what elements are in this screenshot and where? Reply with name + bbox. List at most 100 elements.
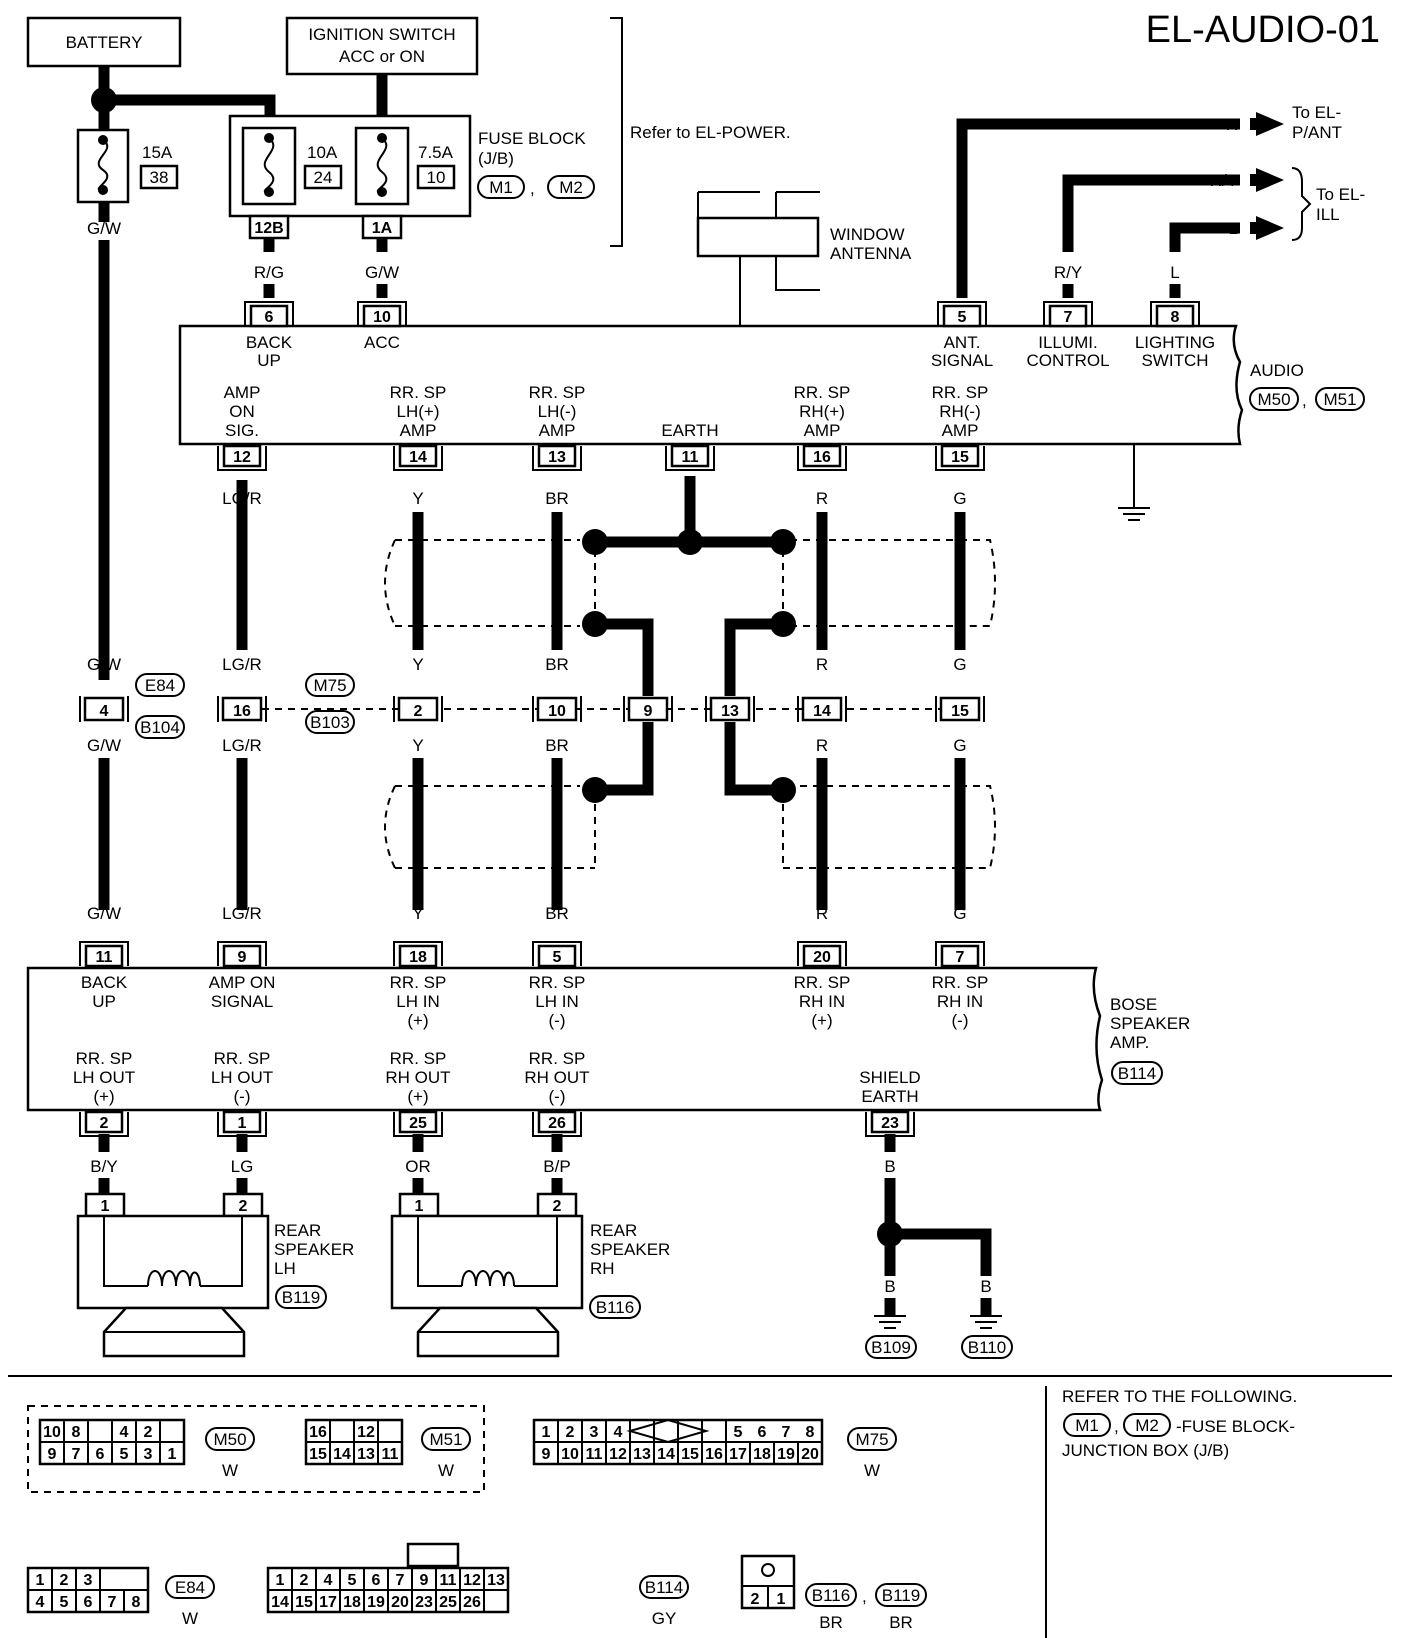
spk-lh-pin1: 1: [101, 1198, 110, 1215]
legend-refer-2: -FUSE BLOCK-: [1176, 1417, 1295, 1436]
wire-by-spk: B/Y: [90, 1157, 117, 1176]
bose-bpin-26: [537, 1110, 577, 1134]
bose-bpin-2-num: 2: [100, 1115, 109, 1132]
legend-m50-cell: 4: [120, 1424, 129, 1441]
audio-bpin-13-num: 13: [548, 449, 566, 466]
bose-bpin-25: [398, 1110, 438, 1134]
wire-br-3: BR: [545, 736, 569, 755]
legend-b114-cell: 15: [295, 1594, 313, 1611]
legend-m75-name: M75: [855, 1430, 888, 1449]
wire-y-2: Y: [412, 655, 423, 674]
bose-bpin-2: [84, 1110, 124, 1134]
bose-bpin-25-label-3: (+): [407, 1087, 428, 1106]
audio-bpin-14-label-3: AMP: [400, 421, 437, 440]
wire-g-3: G: [953, 736, 966, 755]
audio-pin-8-label-2: SWITCH: [1141, 351, 1208, 370]
bose-pin-20-num: 20: [813, 949, 831, 966]
wire-rg: R/G: [254, 263, 284, 282]
conn-b103: B103: [310, 713, 350, 732]
wire-r-pant: R: [1226, 115, 1238, 134]
bose-bpin-25-num: 25: [409, 1115, 427, 1132]
audio-bpin-12-label-1: AMP: [224, 383, 261, 402]
audio-bpin-14-num: 14: [409, 449, 427, 466]
fuse-block-label-2: (J/B): [478, 149, 514, 168]
legend-m75-cell: 18: [753, 1446, 771, 1463]
audio-bpin-14: [398, 444, 438, 468]
bose-bpin-1-num: 1: [238, 1115, 247, 1132]
rear-speaker-rh: 1 2: [390, 1192, 584, 1358]
audio-bpin-14-label-1: RR. SP: [390, 383, 447, 402]
legend-m75-cell: 14: [657, 1446, 675, 1463]
bose-bpin-25-label-2: RH OUT: [385, 1068, 450, 1087]
refer-el-power: Refer to EL-POWER.: [630, 123, 791, 142]
wire-lgr-4: LG/R: [222, 904, 262, 923]
legend-m50-cell: 2: [144, 1424, 153, 1441]
legend-m50-name: M50: [213, 1430, 246, 1449]
bose-bpin-1-label-2: LH OUT: [211, 1068, 273, 1087]
wire-g-4: G: [953, 904, 966, 923]
to-el-ill-1: To EL-: [1316, 185, 1365, 204]
legend-m75-cell: 1: [542, 1424, 551, 1441]
bose-pin-5: [537, 944, 577, 968]
fuse-conn-m2: M2: [559, 178, 583, 197]
audio-bpin-16-label-3: AMP: [804, 421, 841, 440]
legend-m51-name: M51: [429, 1430, 462, 1449]
battery-label: BATTERY: [66, 33, 143, 52]
joint-pin-2-num: 2: [414, 703, 423, 720]
audio-pin-6-num: 6: [265, 309, 274, 326]
audio-pin-7-label-2: CONTROL: [1026, 351, 1109, 370]
fuse-15a-amp: 15A: [142, 143, 173, 162]
conn-b104: B104: [140, 718, 180, 737]
legend-m51-cell: 14: [333, 1446, 351, 1463]
legend-m75-cell: 3: [590, 1424, 599, 1441]
legend-b114-cell: 14: [271, 1594, 289, 1611]
joint-pin-14-num: 14: [813, 703, 831, 720]
fuse-conn-m1: M1: [489, 178, 513, 197]
wire-y-4: Y: [412, 904, 423, 923]
fuse-10a-amp: 10A: [307, 143, 338, 162]
rear-speaker-lh: 1 2: [76, 1192, 270, 1358]
bose-pin-18: [398, 944, 438, 968]
wire-y-3: Y: [412, 736, 423, 755]
bose-bpin-23: [870, 1110, 910, 1134]
to-el-pant-2: P/ANT: [1292, 123, 1342, 142]
bose-pin-18-num: 18: [409, 949, 427, 966]
wire-r-2: R: [816, 655, 828, 674]
audio-unit: [178, 324, 1244, 446]
legend-b114-name: B114: [645, 1578, 683, 1597]
legend-m75-cell: 2: [566, 1424, 575, 1441]
bose-bpin-1: [222, 1110, 262, 1134]
bose-amp: [26, 966, 1104, 1112]
bose-bpin-26-label-3: (-): [549, 1087, 566, 1106]
audio-bpin-13-label-3: AMP: [539, 421, 576, 440]
legend-b114-cell: 9: [420, 1572, 429, 1589]
bose-pin-20-label-2: RH IN: [799, 992, 845, 1011]
bose-bpin-2-label-3: (+): [93, 1087, 114, 1106]
bose-bpin-2-label-2: LH OUT: [73, 1068, 135, 1087]
bose-bpin-2-label-1: RR. SP: [76, 1049, 133, 1068]
legend-m75-cell: 4: [614, 1424, 623, 1441]
joint-pin-9: [627, 696, 669, 722]
legend-m75-cell: 17: [729, 1446, 747, 1463]
joint-pin-2: [397, 696, 439, 722]
spk-rh-label-3: RH: [590, 1259, 615, 1278]
audio-bpin-15: [940, 444, 980, 468]
legend-m51-cell: 13: [357, 1446, 375, 1463]
fuse-15a-num: 38: [150, 168, 169, 187]
wire-label-r-top: R: [956, 263, 968, 282]
audio-pin-5: [942, 304, 982, 328]
wire-lgr-2: LG/R: [222, 655, 262, 674]
window-antenna-2: ANTENNA: [830, 244, 912, 263]
audio-conn-m51: M51: [1323, 390, 1356, 409]
bose-pin-5-label-1: RR. SP: [529, 973, 586, 992]
legend-m75-color: W: [864, 1461, 880, 1480]
audio-conn-m50: M50: [1257, 390, 1290, 409]
bose-label-1: BOSE: [1110, 995, 1157, 1014]
fuse-block-label-1: FUSE BLOCK: [478, 129, 586, 148]
audio-bpin-12-label-2: ON: [229, 402, 255, 421]
audio-bpin-16: [802, 444, 842, 468]
audio-bpin-16-label-2: RH(+): [799, 402, 845, 421]
bose-pin-11: [84, 944, 124, 968]
wire-gw-3: G/W: [87, 736, 121, 755]
ignition-label-1: IGNITION SWITCH: [308, 25, 455, 44]
